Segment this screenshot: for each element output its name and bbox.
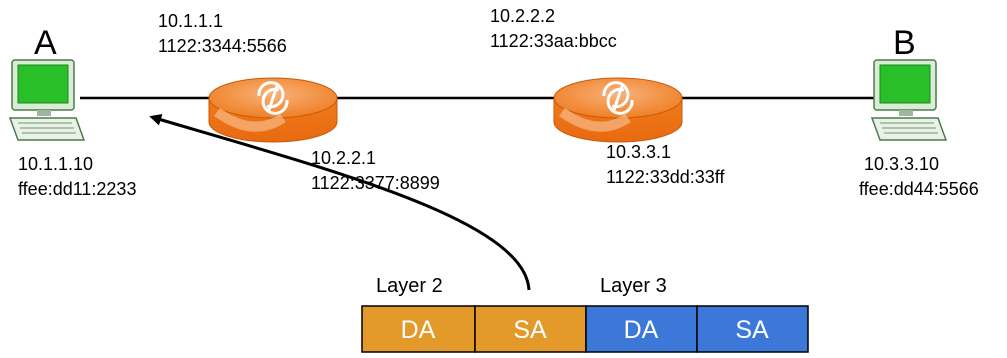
layer2-sa-label: SA [513, 316, 547, 344]
router-2-left-l2-addr: 1122:33aa:bbcc [490, 31, 617, 51]
layer3-label: Layer 3 [600, 275, 667, 297]
host-a-letter: A [34, 24, 57, 62]
router-2-right-ipv4: 10.3.3.1 [606, 142, 671, 162]
host-b-computer-icon [870, 59, 948, 141]
router-2-icon [553, 77, 683, 143]
source-address-arrow [149, 113, 531, 291]
layer3-sa-label: SA [735, 316, 769, 344]
layer2-label: Layer 2 [376, 275, 443, 297]
layer3-da-label: DA [624, 316, 659, 344]
router-1-right-l2-addr: 1122:3377:8899 [311, 173, 440, 193]
layer3-sa-cell [696, 305, 809, 353]
router-1-left-ipv4: 10.1.1.1 [158, 11, 223, 31]
layer2-da-cell [361, 305, 476, 353]
host-b-ipv4: 10.3.3.10 [864, 154, 939, 174]
router-1-right-ipv4: 10.2.2.1 [311, 148, 376, 168]
router-1-icon [208, 77, 338, 143]
host-b-l2-addr: ffee:dd44:5566 [859, 179, 979, 199]
host-a-ipv4: 10.1.1.10 [18, 154, 93, 174]
router-1-left-l2-addr: 1122:3344:5566 [158, 36, 287, 56]
layer3-da-cell [585, 305, 698, 353]
host-a-l2-addr: ffee:dd11:2233 [18, 179, 136, 199]
host-a-computer-icon [8, 59, 86, 141]
host-b-letter: B [893, 24, 916, 62]
layer2-da-label: DA [401, 316, 436, 344]
router-2-left-ipv4: 10.2.2.2 [490, 6, 555, 26]
router-2-right-l2-addr: 1122:33dd:33ff [606, 167, 725, 187]
